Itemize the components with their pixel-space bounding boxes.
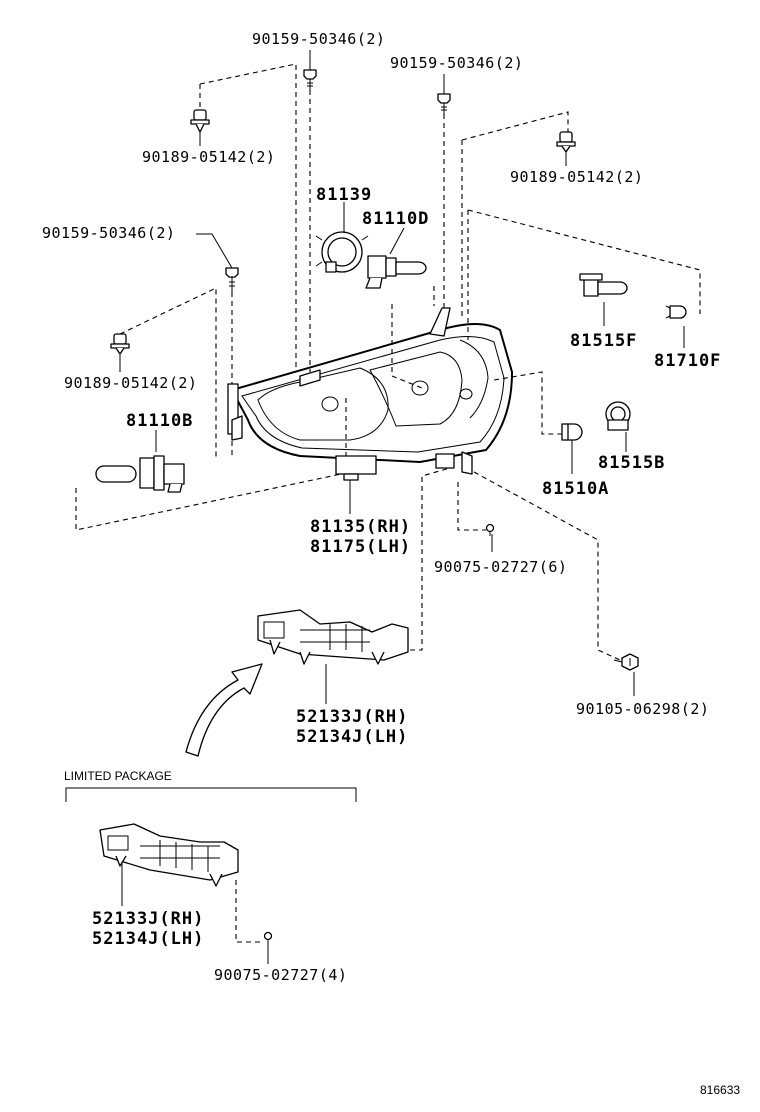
part-label: 90159-50346(2)	[42, 224, 175, 242]
part-label: 81135(RH)	[310, 517, 411, 537]
screw-icon-top-1	[303, 69, 317, 90]
bulb-icon-81710F	[665, 305, 687, 319]
bulb-icon-81515B	[605, 401, 631, 431]
part-label: 81175(LH)	[310, 537, 411, 557]
part-label: 81515F	[570, 331, 637, 351]
headlamp-assembly	[227, 307, 513, 481]
part-label: 81510A	[542, 479, 609, 499]
small-screw-icon-4	[263, 931, 273, 944]
part-label: 52133J(RH)	[296, 707, 408, 727]
bracket-52133J-limited	[99, 823, 239, 887]
part-label: 90105-06298(2)	[576, 700, 709, 718]
bolt-icon-90105	[613, 653, 639, 671]
limited-package-bracket-line	[65, 787, 357, 802]
part-label: 81110D	[362, 209, 429, 229]
part-label: 81710F	[654, 351, 721, 371]
bulb-icon-81515F	[579, 273, 628, 297]
small-screw-icon-6	[485, 523, 495, 536]
part-label: 90159-50346(2)	[252, 30, 385, 48]
part-label: 81139	[316, 185, 372, 205]
part-label: 81515B	[598, 453, 665, 473]
screw-icon-left	[225, 267, 239, 292]
screw-icon-top-2	[437, 93, 451, 114]
dashed-callout-lines	[75, 63, 701, 943]
part-labels: 90159-50346(2) 90159-50346(2) 90189-0514…	[42, 30, 740, 1097]
clip-icon-left	[110, 333, 130, 355]
bulb-icon-81510A	[561, 423, 583, 441]
part-label: 52134J(LH)	[92, 929, 204, 949]
limited-package-label: LIMITED PACKAGE	[64, 769, 172, 783]
clip-icon-top-left	[190, 109, 210, 133]
part-label: 90075-02727(4)	[214, 966, 347, 984]
part-label: 90189-05142(2)	[510, 168, 643, 186]
figure-number: 816633	[700, 1083, 740, 1097]
part-label: 52133J(RH)	[92, 909, 204, 929]
part-label: 90159-50346(2)	[390, 54, 523, 72]
part-label: 90189-05142(2)	[142, 148, 275, 166]
curved-arrow-icon	[185, 663, 263, 757]
clip-icon-top-right	[556, 131, 576, 153]
part-label: 90075-02727(6)	[434, 558, 567, 576]
bracket-52133J-upper	[257, 609, 409, 665]
bulb-icon-81110B	[95, 455, 185, 493]
part-label: 90189-05142(2)	[64, 374, 197, 392]
leader-lines	[119, 50, 685, 964]
socket-ring-icon-81139	[315, 231, 369, 273]
bulb-icon-81110D	[365, 255, 427, 289]
part-label: 52134J(LH)	[296, 727, 408, 747]
part-label: 81110B	[126, 411, 193, 431]
